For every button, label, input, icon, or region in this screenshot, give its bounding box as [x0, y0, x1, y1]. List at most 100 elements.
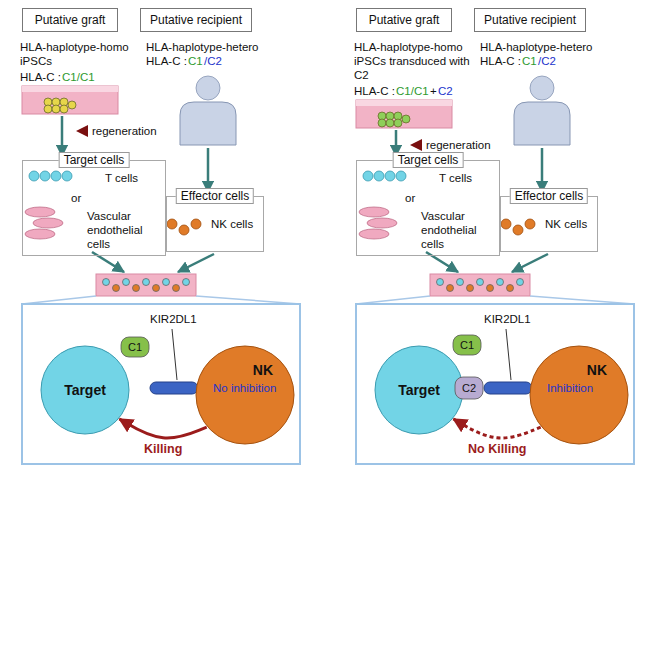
mixed-cell	[457, 279, 464, 286]
header-box: Putative recipient	[140, 8, 252, 32]
nk-cell	[167, 219, 177, 229]
t-cell	[374, 171, 384, 181]
cell-body	[41, 346, 129, 434]
t-cell	[40, 171, 50, 181]
t-cell	[363, 171, 373, 181]
cell-type-label: Vascular endothelial cells	[87, 209, 161, 251]
interaction-arrow	[119, 419, 206, 438]
cell-type-label: NK cells	[211, 217, 253, 231]
t-cell	[51, 171, 61, 181]
annotation-label: HLA-C :	[480, 54, 521, 68]
interaction-arrow	[453, 419, 540, 438]
co-culture-dish	[96, 274, 196, 296]
annotation-label: C2	[438, 84, 453, 98]
node-label: Putative graft	[35, 13, 106, 27]
culture-dish	[356, 100, 452, 128]
panel-illustration	[356, 76, 634, 464]
cell-body	[196, 346, 294, 444]
callout-line	[530, 296, 634, 304]
mixed-cell	[153, 285, 160, 292]
target-cells-box: Target cellsT cellsorVascular endothelia…	[356, 160, 500, 256]
nk-cell: NK	[529, 345, 629, 445]
ipsc-cell	[68, 101, 76, 109]
mixed-cell	[497, 279, 504, 286]
regeneration-arrow	[61, 116, 64, 156]
target-cells-box: Target cellsT cellsorVascular endothelia…	[22, 160, 166, 256]
co-culture-dish	[430, 274, 530, 296]
annotation-label: KIR2DL1	[150, 312, 197, 326]
ipsc-cell	[394, 119, 402, 127]
annotation-label: HLA-C :	[354, 84, 395, 98]
ipsc-cell	[60, 105, 68, 113]
person-body	[514, 102, 570, 145]
annotation-label: HLA-haplotype-homo iPSCs	[20, 40, 130, 68]
cell-body	[375, 346, 463, 434]
box-heading: Target cells	[393, 152, 464, 168]
co-culture-arrow	[92, 252, 124, 272]
effector-cells-box: Effector cellsNK cells	[166, 196, 264, 252]
annotation-label: HLA-haplotype-homo iPSCs transduced with…	[354, 40, 472, 82]
node-label: NK	[587, 363, 607, 377]
cell-type-label: Vascular endothelial cells	[421, 209, 495, 251]
cell-outline	[529, 345, 629, 445]
mixed-cell	[173, 285, 180, 292]
node-label: Target	[64, 383, 106, 397]
box-heading: Effector cells	[176, 188, 254, 204]
ipsc-cell	[402, 115, 410, 123]
t-cell	[385, 171, 395, 181]
node-label: C1	[128, 340, 142, 354]
molecule-body	[455, 377, 483, 399]
annotation-label: /C2	[204, 54, 222, 68]
nk-cell	[179, 225, 189, 235]
nk-cell	[501, 219, 511, 229]
mixed-cell	[437, 279, 444, 286]
ipsc-cell	[44, 105, 52, 113]
header-box: Putative recipient	[474, 8, 586, 32]
nk-cell	[191, 219, 201, 229]
t-cell	[396, 171, 406, 181]
annotation-label: C1	[188, 54, 203, 68]
panel-illustration	[22, 76, 300, 464]
annotation-label: regeneration	[426, 138, 491, 152]
ipsc-cell	[52, 105, 60, 113]
hla-c2-molecule: C2	[454, 376, 484, 400]
endothelial-cell	[25, 207, 55, 217]
isolation-arrow	[207, 148, 210, 192]
target-cell: Target	[374, 345, 464, 435]
person-head	[530, 76, 554, 100]
cell-type-label: or	[71, 191, 81, 205]
regeneration-pointer	[76, 125, 88, 137]
callout-line	[22, 296, 96, 304]
node-label: Putative recipient	[150, 13, 242, 27]
dish-surface	[22, 86, 118, 92]
annotation-label: KIR2DL1	[484, 312, 531, 326]
mixed-cell	[467, 285, 474, 292]
annotation-label: HLA-C :	[146, 54, 187, 68]
ipsc-cell	[386, 119, 394, 127]
magnified-view-box	[22, 304, 300, 464]
header-box: Putative graft	[22, 8, 118, 32]
co-culture-arrow	[512, 254, 548, 272]
node-label: Putative graft	[369, 13, 440, 27]
cell-type-label: NK cells	[545, 217, 587, 231]
kir2dl1-receptor	[150, 382, 198, 394]
annotation-label: HLA-haplotype-hetero	[146, 40, 259, 54]
hla-c1-molecule: C1	[452, 334, 482, 356]
header-box: Putative graft	[356, 8, 452, 32]
molecule-body	[121, 337, 149, 357]
annotation-label: /C2	[538, 54, 556, 68]
hla-c1-molecule: C1	[120, 336, 150, 358]
edge-label: No Killing	[466, 442, 528, 456]
co-culture-arrow	[426, 252, 458, 272]
annotation-label: Inhibition	[547, 381, 593, 395]
callout-line	[356, 296, 430, 304]
node-label: NK	[253, 363, 273, 377]
nk-cell	[525, 219, 535, 229]
mixed-cell	[477, 279, 484, 286]
annotation-label: C1/C1	[62, 70, 95, 84]
box-heading: Target cells	[59, 152, 130, 168]
node-label: C2	[462, 381, 476, 395]
